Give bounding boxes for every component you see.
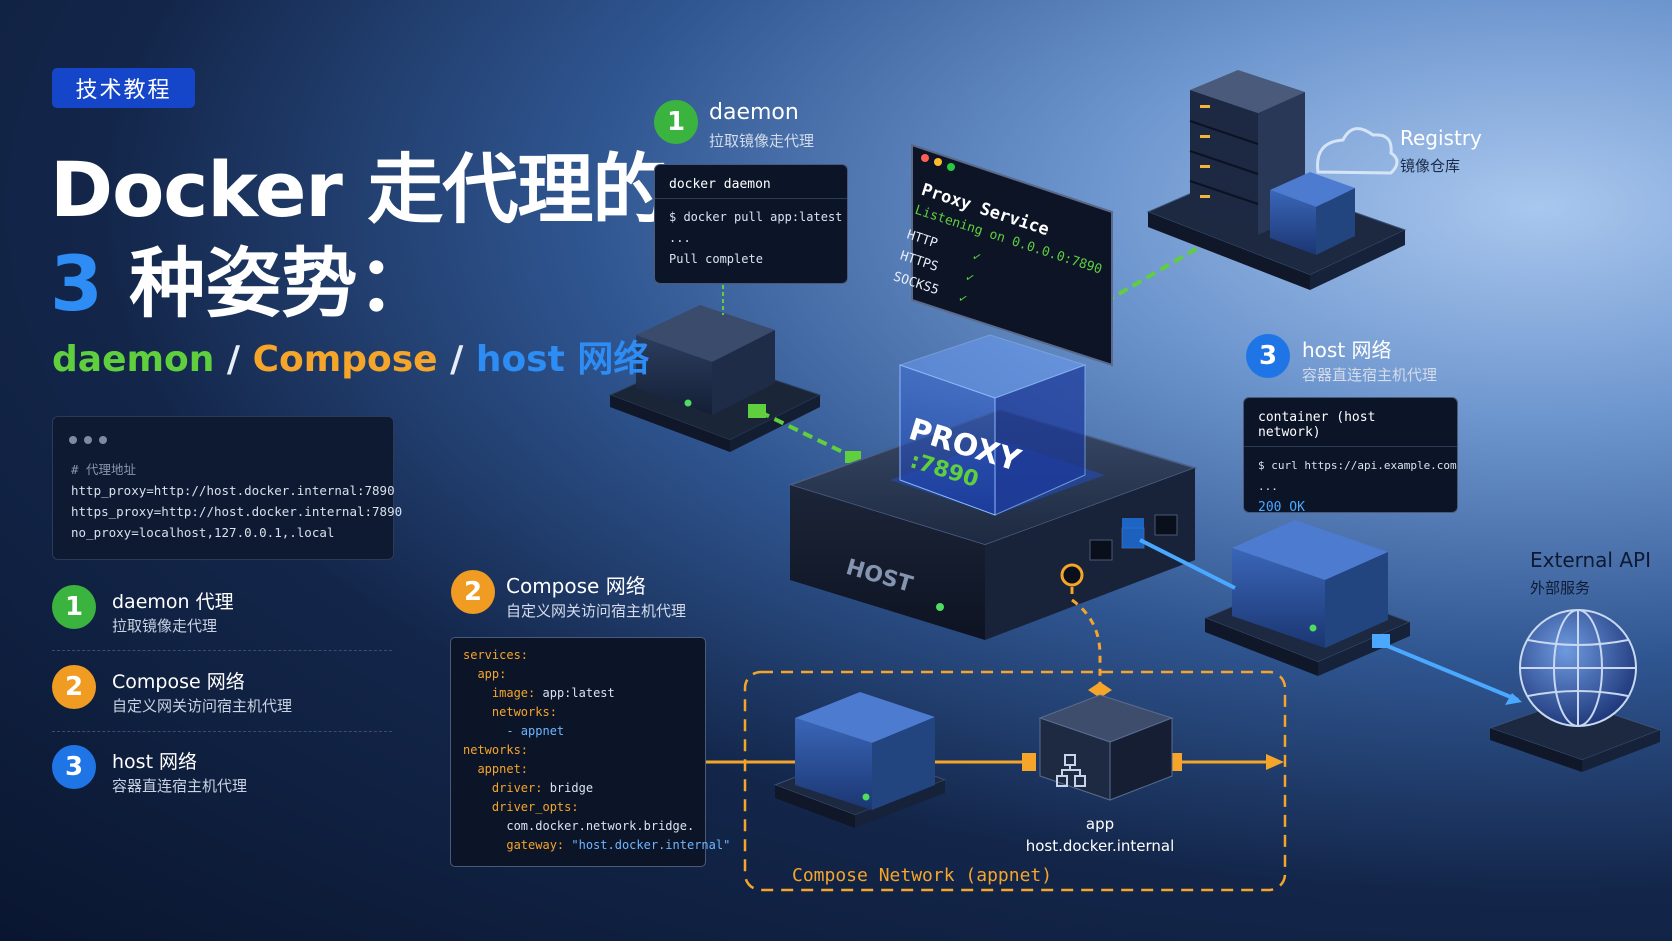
callout-badge-daemon: 1 [654, 100, 698, 144]
host-network-container [1203, 520, 1412, 676]
divider [52, 731, 392, 732]
window-dots-icon [69, 429, 114, 448]
terminal-header: docker daemon [655, 165, 847, 199]
yaml-line: networks: [491, 705, 557, 719]
app-node [1038, 694, 1174, 801]
number-badge: 3 [52, 745, 96, 789]
yaml-line: gateway: "host.docker.internal" [506, 838, 731, 852]
callout-sub-daemon: 拉取镜像走代理 [709, 132, 815, 150]
callout-badge-host: 3 [1246, 334, 1290, 378]
callout-title-compose: Compose 网络 [506, 574, 646, 598]
number-badge: 2 [52, 665, 96, 709]
subtitle-compose: Compose [252, 339, 438, 380]
app-node-host: host.docker.internal [1025, 837, 1175, 855]
list-item-host: 3 host 网络 容器直连宿主机代理 [52, 745, 392, 817]
list-item-sub: 容器直连宿主机代理 [112, 777, 248, 795]
subtitle-daemon: daemon [52, 339, 215, 380]
page-title-line1: Docker 走代理的 [50, 145, 668, 234]
list-item-daemon: 1 daemon 代理 拉取镜像走代理 [52, 585, 392, 657]
subtitle-host: host 网络 [475, 339, 650, 380]
daemon-container-platform [608, 305, 822, 452]
yaml-line: - appnet [506, 724, 565, 738]
divider [52, 650, 392, 651]
yaml-line: driver_opts: [491, 800, 579, 814]
terminal-line: $ curl https://api.example.com [1258, 459, 1457, 472]
daemon-terminal: docker daemon $ docker pull app:latest .… [654, 164, 848, 284]
callout-title-daemon: daemon [709, 100, 799, 125]
check-icon: ✓ [956, 290, 969, 308]
callout-sub-compose: 自定义网关访问宿主机代理 [506, 602, 687, 620]
list-item-sub: 拉取镜像走代理 [112, 617, 218, 635]
yaml-line: app: [477, 667, 507, 681]
list-item-title: Compose 网络 [112, 671, 245, 693]
terminal-status: 200 OK [1258, 500, 1305, 515]
proxy-cube [890, 334, 1105, 516]
list-item-compose: 2 Compose 网络 自定义网关访问宿主机代理 [52, 665, 392, 737]
subtitle-sep: / [437, 339, 476, 380]
number-badge: 1 [52, 585, 96, 629]
external-api-title: External API [1530, 548, 1651, 572]
yaml-line: com.docker.network.bridge. [506, 819, 695, 833]
terminal-line: ... [669, 231, 691, 245]
yaml-line: networks: [463, 743, 529, 757]
app-node-name: app [1085, 815, 1115, 833]
title-number: 3 [50, 239, 103, 328]
list-item-sub: 自定义网关访问宿主机代理 [112, 697, 293, 715]
page-title-line2: 3 种姿势： [50, 222, 433, 332]
proxy-env-code-block: # 代理地址 http_proxy=http://host.docker.int… [52, 416, 402, 560]
list-item-title: daemon 代理 [112, 591, 234, 613]
registry-server [1146, 70, 1407, 290]
callout-title-host: host 网络 [1302, 338, 1392, 362]
list-item-title: host 网络 [112, 751, 198, 773]
compose-network-label: Compose Network (appnet) [792, 865, 1053, 886]
title-line2-text: 种姿势： [102, 239, 434, 328]
code-comment: # 代理地址 [71, 462, 137, 477]
callout-sub-host: 容器直连宿主机代理 [1302, 366, 1438, 384]
registry-sub: 镜像仓库 [1400, 157, 1461, 175]
code-line-noproxy: no_proxy=localhost,127.0.0.1,.local [71, 525, 335, 540]
yaml-line: image: app:latest [491, 686, 615, 700]
host-terminal: container (host network) $ curl https://… [1243, 397, 1458, 515]
registry-title: Registry [1400, 126, 1482, 150]
callout-badge-compose: 2 [451, 570, 495, 614]
code-line-https: https_proxy=http://host.docker.internal:… [71, 504, 403, 519]
compose-yaml-code: services: app: image: app:latest network… [450, 637, 731, 867]
yaml-line: services: [463, 648, 529, 662]
yaml-line: appnet: [477, 762, 529, 776]
proxy-service-panel [911, 143, 1113, 367]
check-icon: ✓ [963, 269, 976, 287]
code-line-http: http_proxy=http://host.docker.internal:7… [71, 483, 395, 498]
subtitle-sep: / [214, 339, 253, 380]
terminal-header: container (host network) [1244, 398, 1457, 447]
check-icon: ✓ [970, 248, 983, 266]
external-api-sub: 外部服务 [1530, 579, 1591, 597]
yaml-line: driver: bridge [491, 781, 594, 795]
terminal-line: Pull complete [669, 252, 763, 266]
subtitle: daemon / Compose / host 网络 [52, 330, 649, 382]
category-tag: 技术教程 [52, 68, 195, 108]
terminal-line: $ docker pull app:latest [669, 210, 843, 224]
globe-icon [1488, 609, 1662, 772]
compose-container [773, 692, 947, 828]
terminal-line: ... [1258, 480, 1278, 493]
